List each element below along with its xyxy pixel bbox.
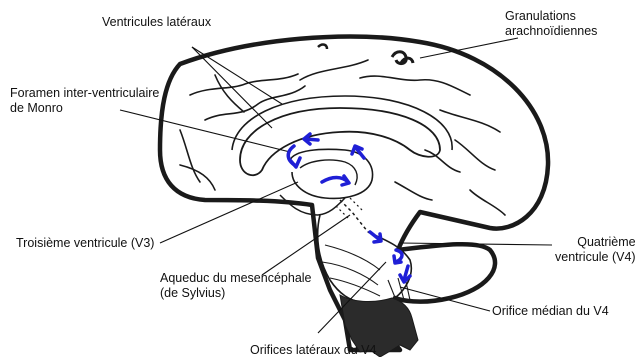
label-foramen-monro: Foramen inter-ventriculaire de Monro xyxy=(10,86,159,116)
leader-foramen xyxy=(120,110,290,152)
label-granulations-line1: Granulations xyxy=(505,9,597,24)
label-foramen-line2: de Monro xyxy=(10,101,159,116)
brainstem-outline xyxy=(318,215,360,302)
cerebral-aqueduct xyxy=(340,200,368,232)
third-ventricle-outline xyxy=(290,149,373,198)
label-granulations: Granulations arachnoïdiennes xyxy=(505,9,597,39)
label-quatrieme-line2: ventricule (V4) xyxy=(555,250,636,265)
leader-aqueduc xyxy=(262,215,350,275)
brain-gyri xyxy=(180,60,505,215)
leader-ventricules-1 xyxy=(192,47,282,104)
label-foramen-line1: Foramen inter-ventriculaire xyxy=(10,86,159,101)
flow-arrow-fourth-ventricle xyxy=(396,250,402,262)
label-aqueduc-line1: Aqueduc du mesencéphale xyxy=(160,271,312,286)
brainstem-fibers xyxy=(322,245,410,300)
label-ventricules-lateraux: Ventricules latéraux xyxy=(102,15,211,30)
csf-flow-arrows xyxy=(288,134,410,282)
label-troisieme-ventricule: Troisième ventricule (V3) xyxy=(16,236,154,251)
lateral-ventricle-outline xyxy=(240,108,440,175)
label-granulations-line2: arachnoïdiennes xyxy=(505,24,597,39)
label-orifice-median: Orifice médian du V4 xyxy=(492,304,609,319)
label-aqueduc: Aqueduc du mesencéphale (de Sylvius) xyxy=(160,271,312,301)
label-orifices-lateraux: Orifices latéraux du V4 xyxy=(250,343,376,358)
label-quatrieme-ventricule: Quatrième ventricule (V4) xyxy=(555,235,636,265)
granulation-knot-small xyxy=(318,45,327,49)
leader-orifice-median xyxy=(400,287,490,311)
leader-ventricules-2 xyxy=(192,47,272,128)
label-quatrieme-line1: Quatrième xyxy=(555,235,636,250)
granulation-knot xyxy=(392,52,413,64)
flow-arrow-lateral-ventricle-left xyxy=(306,139,318,140)
label-aqueduc-line2: (de Sylvius) xyxy=(160,286,312,301)
flow-arrow-foramen-head xyxy=(290,158,300,167)
